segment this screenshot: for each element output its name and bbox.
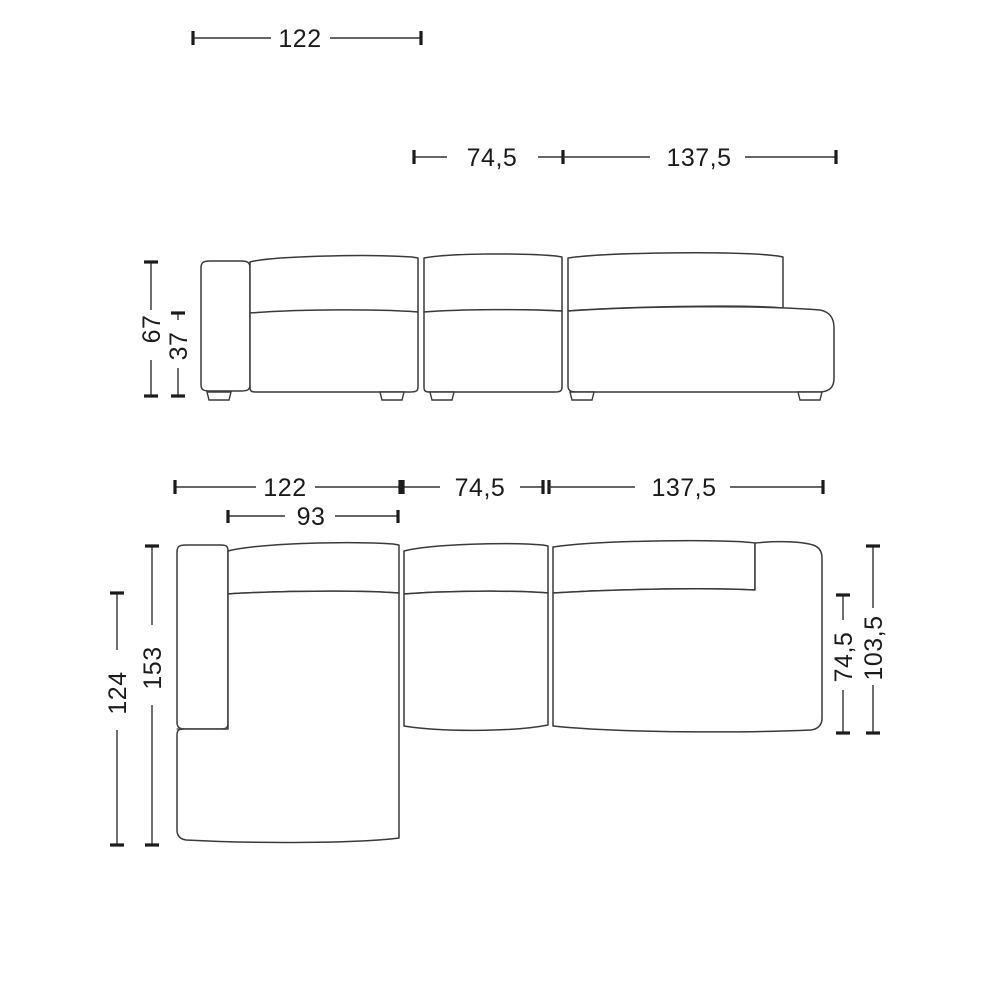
elevation-foot-4	[569, 391, 595, 401]
elevation-dim-67-label: 67	[138, 315, 166, 344]
plan-dim-right-1035-label: 103,5	[860, 615, 888, 680]
plan-dim-122-group: 122	[173, 474, 402, 502]
plan-module-right-backrest	[552, 539, 756, 594]
elevation-foot-1	[206, 391, 232, 401]
plan-armrest-left	[176, 544, 229, 730]
plan-dim-right-745-group: 74,5	[830, 593, 858, 735]
elevation-dim-67-group: 67	[138, 260, 166, 398]
plan-dim-124-group: 124	[104, 591, 132, 847]
elevation-dim-122-label: 122	[278, 25, 321, 53]
elevation-dim-37-label: 37	[165, 332, 193, 361]
plan-dim-153-label: 153	[139, 646, 167, 689]
elevation-module2-backrest	[423, 253, 563, 313]
elevation-module2-seat	[423, 308, 563, 393]
elevation-dim-745-label: 74,5	[467, 144, 518, 172]
plan-dim-right-745-label: 74,5	[830, 632, 858, 683]
plan-dim-93-label: 93	[297, 503, 326, 531]
elevation-dim-37-group: 37	[165, 311, 193, 398]
plan-dim-right-1035-group: 103,5	[860, 544, 888, 735]
plan-dim-93-group: 93	[226, 503, 400, 531]
elevation-armrest-left	[200, 260, 251, 392]
plan-module-middle-backrest	[403, 542, 549, 595]
plan-dim-745-label: 74,5	[455, 474, 506, 502]
plan-dim-1375-label: 137,5	[651, 474, 716, 502]
plan-dim-122-label: 122	[263, 474, 306, 502]
plan-chaise-backrest	[227, 541, 400, 595]
plan-dim-1375-group: 137,5	[549, 474, 825, 502]
plan-dim-153-group: 153	[139, 544, 167, 847]
elevation-foot-3	[429, 391, 455, 401]
elevation-dim-1375-group: 137,5	[563, 144, 838, 172]
elevation-module1-backrest	[249, 254, 419, 314]
plan-sofa	[176, 539, 823, 844]
plan-chaise-seat	[176, 590, 400, 844]
plan-module-right-seat	[552, 540, 823, 733]
elevation-module3-seat	[567, 305, 835, 393]
elevation-sofa	[200, 252, 835, 401]
elevation-dim-1375-label: 137,5	[666, 144, 731, 172]
elevation-foot-2	[379, 391, 405, 401]
elevation-module1-seat	[249, 309, 419, 393]
plan-dim-124-label: 124	[104, 671, 132, 714]
elevation-foot-5	[797, 391, 823, 401]
plan-module-middle-seat	[403, 590, 549, 732]
elevation-dim-122-group: 122	[191, 25, 423, 53]
elevation-module3-backrest	[567, 252, 784, 312]
plan-dim-745-group: 74,5	[401, 474, 551, 502]
